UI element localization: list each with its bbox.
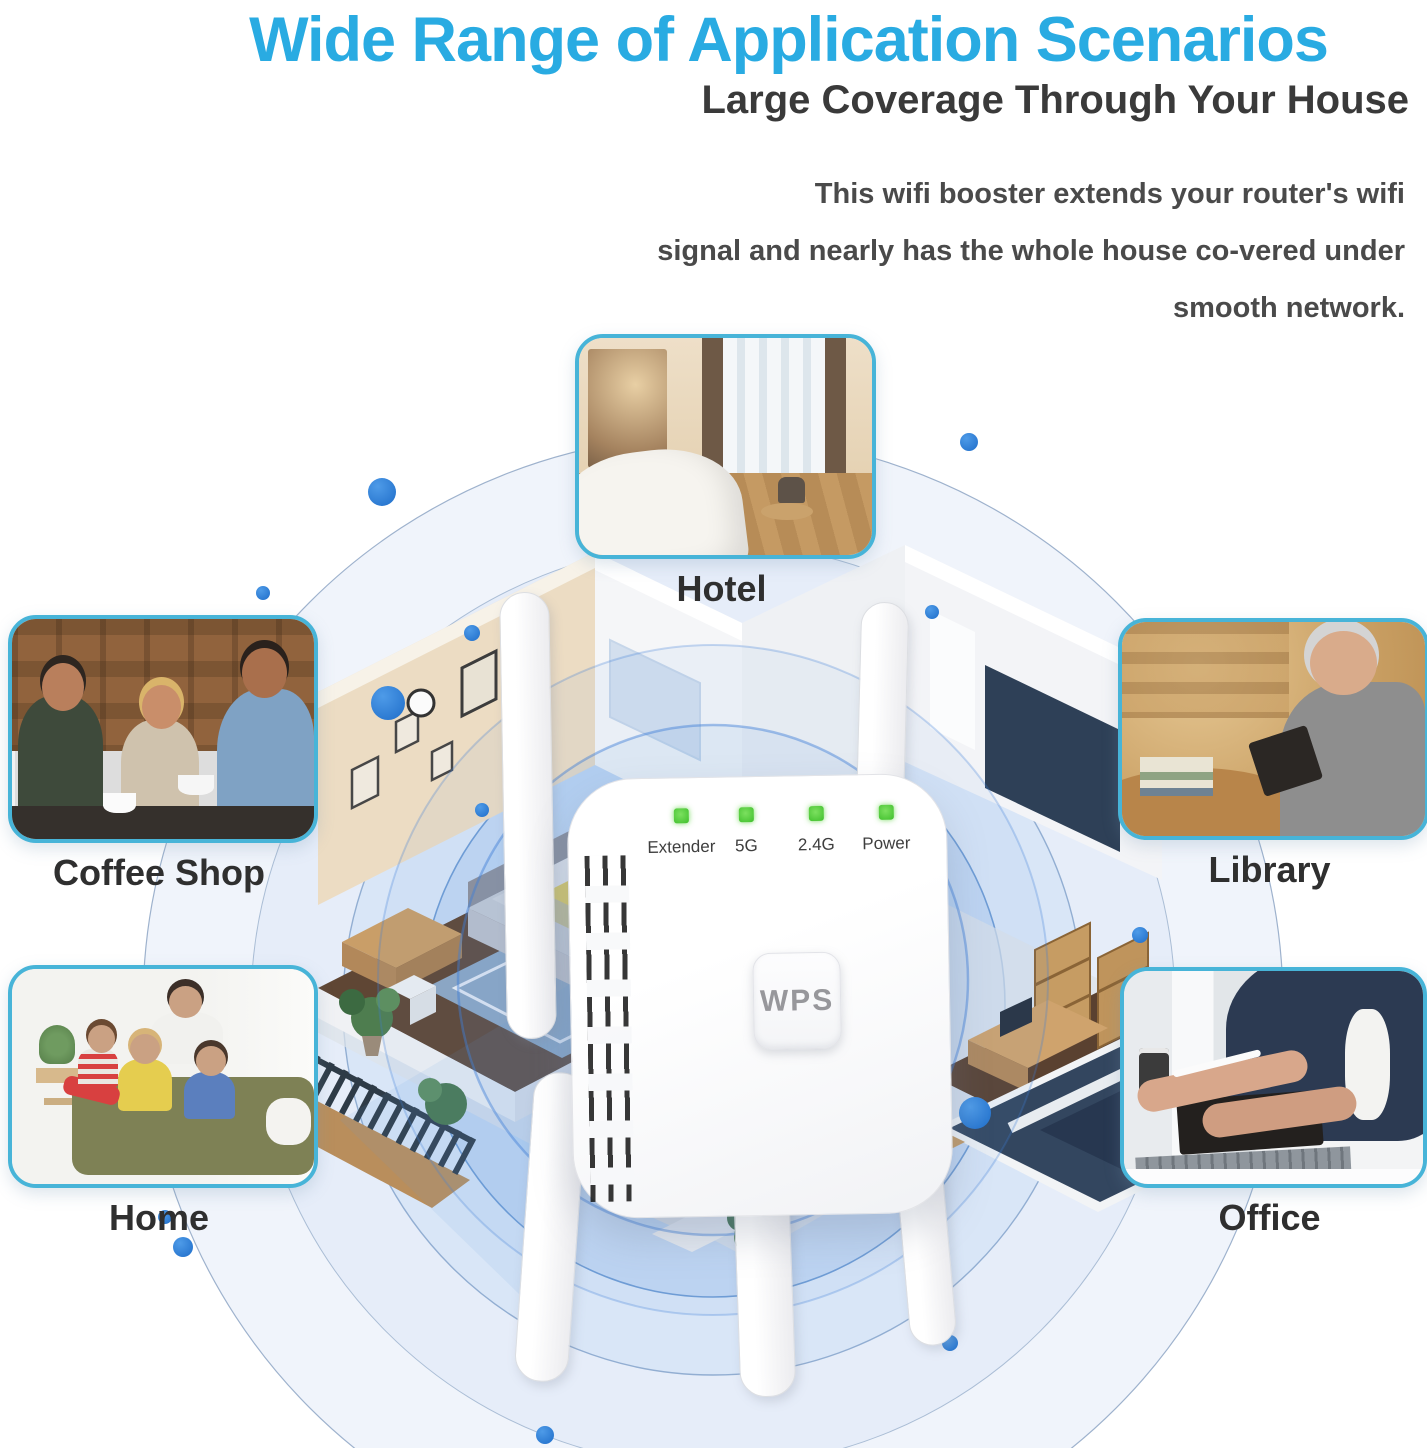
library-books [1140, 756, 1213, 772]
signal-dot [1132, 927, 1148, 943]
2-4g-led-label: 2.4G [797, 834, 835, 855]
library-reader [1309, 630, 1377, 695]
coffee-table [12, 806, 314, 839]
coffee-cup [178, 775, 215, 795]
page-title: Wide Range of Application Scenarios [249, 5, 1329, 75]
signal-dot [368, 478, 396, 506]
coffee-shop-photo [8, 615, 318, 843]
hotel-chair [778, 476, 805, 503]
home-person [169, 986, 203, 1019]
library-label: Library [1208, 849, 1331, 890]
home-photo [8, 965, 318, 1188]
home-label: Home [108, 1197, 210, 1238]
office-desk [1124, 1169, 1423, 1184]
hotel-card: Hotel [575, 334, 876, 610]
power-led-label: Power [862, 833, 911, 854]
hotel-artwork [587, 348, 667, 469]
coffee-person [141, 685, 182, 729]
antenna-top-left [499, 591, 557, 1040]
hotel-table [760, 502, 814, 521]
signal-dot [371, 686, 405, 720]
home-person [117, 1059, 173, 1111]
home-person [184, 1072, 236, 1120]
description-line: smooth network. [1172, 292, 1405, 324]
extender-led-icon [673, 808, 689, 824]
power-led-icon [878, 804, 894, 820]
office-label: Office [1218, 1197, 1321, 1238]
signal-dot [464, 625, 480, 641]
2-4g-led-icon [808, 805, 824, 822]
coffee-cup [102, 792, 136, 813]
library-shelves [1122, 622, 1289, 719]
office-photo [1120, 967, 1427, 1188]
vent-grille [584, 855, 635, 1202]
signal-dot [475, 803, 489, 817]
home-cushion [265, 1098, 311, 1146]
signal-dot [960, 433, 978, 451]
home-person [196, 1046, 227, 1077]
hotel-label: Hotel [676, 568, 767, 609]
hotel-window [722, 338, 826, 495]
office-card: Office [1120, 967, 1427, 1239]
coffee-person [42, 663, 85, 712]
wps-button: WPS [752, 951, 842, 1051]
signal-dot [173, 1237, 193, 1257]
description-line: This wifi booster extends your router's … [814, 178, 1405, 210]
home-card: Home [8, 965, 318, 1239]
coffee-person [217, 689, 314, 826]
home-person [78, 1048, 118, 1088]
home-plant [39, 1024, 76, 1064]
5g-led-label: 5G [734, 836, 758, 856]
page-subtitle: Large Coverage Through Your House [701, 78, 1409, 122]
library-photo [1118, 618, 1427, 840]
hotel-photo [575, 334, 876, 559]
description-text: This wifi booster extends your router's … [657, 166, 1405, 337]
home-person [87, 1024, 115, 1053]
coffee-person [18, 696, 103, 817]
home-person [129, 1033, 160, 1064]
coffee-person [241, 647, 287, 699]
hotel-curtain [825, 338, 846, 495]
description-line: signal and nearly has the whole house co… [657, 235, 1405, 267]
coffee-shop-card: Coffee Shop [8, 615, 318, 894]
library-card: Library [1118, 618, 1427, 891]
wifi-extender-device: Extender 5G 2.4G Power WPS [566, 772, 954, 1220]
signal-dot [256, 586, 270, 600]
signal-dot [158, 1210, 172, 1224]
5g-led-icon [738, 807, 754, 823]
signal-dot [959, 1097, 991, 1129]
signal-dot [925, 605, 939, 619]
hotel-curtain [702, 338, 723, 495]
signal-dot [536, 1426, 554, 1444]
coffee-shop-label: Coffee Shop [53, 852, 265, 893]
